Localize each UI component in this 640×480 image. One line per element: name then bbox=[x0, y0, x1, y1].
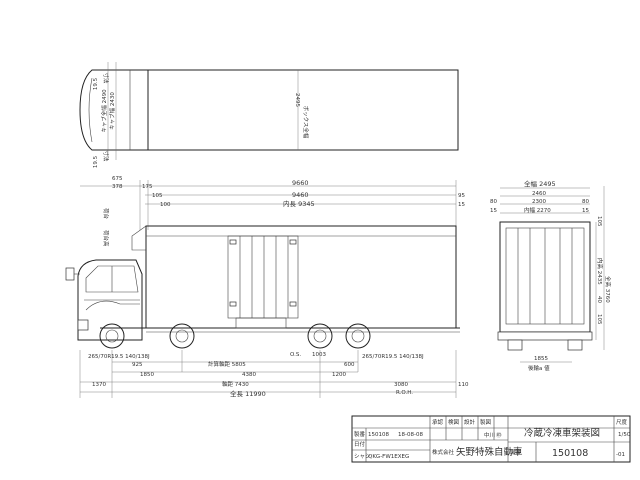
overall-length: 全長 11990 bbox=[230, 389, 266, 398]
dim-378: 378 bbox=[112, 184, 123, 190]
side-view: 675 378 175 105 100 9660 9460 内長 9345 95… bbox=[65, 176, 469, 398]
scale-label: 尺度 bbox=[616, 418, 628, 426]
dim-95: 95 bbox=[458, 193, 465, 199]
dim-105: 105 bbox=[152, 193, 163, 199]
os-value: 1003 bbox=[312, 352, 326, 358]
col-design: 設計 bbox=[464, 418, 476, 426]
side-door bbox=[227, 235, 299, 319]
windshield-plan bbox=[88, 77, 93, 143]
dim-675: 675 bbox=[112, 176, 123, 182]
mirror bbox=[65, 267, 75, 281]
rear-overall-height: 全高 3760 bbox=[604, 276, 612, 303]
tire-front: 265/70R19.5 140/138J bbox=[88, 354, 150, 360]
meta-label-1: 製番 bbox=[354, 430, 366, 438]
plan-box-width-value: 2495 bbox=[294, 93, 300, 107]
plan-box-width-label: ボックス全幅 bbox=[302, 106, 310, 139]
dim-body-length: 9460 bbox=[292, 191, 309, 199]
col-draft: 製図 bbox=[480, 418, 492, 426]
rear-dim-105b: 105 bbox=[596, 314, 602, 325]
rear-view: 全幅 2495 2460 80 2300 80 15 内幅 2270 15 10… bbox=[490, 179, 612, 372]
scale-value: 1/50 bbox=[618, 432, 631, 438]
plan-mirror-bottom: 19.5 bbox=[93, 155, 99, 168]
col-check: 検図 bbox=[448, 418, 460, 426]
rear-dim-80a: 80 bbox=[490, 199, 497, 205]
company-prefix: 株式会社 bbox=[432, 448, 455, 456]
cab-plan-outline bbox=[79, 69, 149, 151]
cab-side bbox=[77, 259, 143, 341]
plan-cab-width-left: キャブ全幅 2490 bbox=[100, 89, 108, 133]
rear-dim-15b: 15 bbox=[582, 208, 589, 214]
rear-wheel-right bbox=[567, 339, 583, 351]
drawing-title: 冷蔵冷凍車架装図 bbox=[524, 427, 600, 439]
os-label: O.S. bbox=[290, 352, 301, 358]
dim-600: 600 bbox=[344, 362, 355, 368]
dim-inner-length: 内長 9345 bbox=[283, 199, 315, 208]
front-wheel bbox=[99, 323, 125, 349]
col-approve: 承認 bbox=[432, 418, 444, 426]
rear-wheel-left bbox=[507, 339, 523, 351]
rear-width-2300: 2300 bbox=[532, 199, 546, 205]
drafter-stamp: ㊞ bbox=[496, 431, 502, 439]
front-fairing bbox=[131, 225, 147, 251]
vert-label-2: 荷台高 bbox=[102, 230, 110, 247]
dim-110: 110 bbox=[458, 382, 469, 388]
rear-dim-15a: 15 bbox=[490, 208, 497, 214]
company-name: 矢野特殊自動車 bbox=[456, 446, 523, 458]
dim-1200: 1200 bbox=[332, 372, 346, 378]
cab-window bbox=[85, 265, 139, 293]
drawing-number: 150108 bbox=[552, 448, 588, 459]
meta-label-2: 日付 bbox=[354, 440, 366, 448]
rear-dim-105: 105 bbox=[596, 216, 602, 227]
tire-rear: 265/70R19.5 140/138J bbox=[362, 354, 424, 360]
rear-wheel-2 bbox=[345, 323, 371, 349]
title-block: 承認 検図 設計 製図 中川 ㊞ 冷蔵冷凍車架装図 尺度 1/50 図番 150… bbox=[351, 415, 631, 463]
plan-mirror-top: 19.5 bbox=[93, 77, 99, 90]
number-label: 図番 bbox=[510, 449, 522, 456]
rou-label: R.O.H. bbox=[396, 390, 413, 396]
plan-cab-width-inner: キャブ幅 2430 bbox=[108, 92, 116, 130]
rear-tread: 1855 bbox=[534, 356, 548, 362]
drawing-suffix: -01 bbox=[616, 452, 625, 458]
wheelbase: 軸距 7430 bbox=[222, 380, 249, 388]
rear-inner-width: 内幅 2270 bbox=[524, 206, 551, 214]
wheelbase-calc: 計算軸距 5805 bbox=[208, 360, 246, 368]
plan-mirror-bottom-label: 寸法 bbox=[102, 150, 110, 162]
plan-mirror-top-label: 寸法 bbox=[102, 72, 110, 84]
rear-wheel-1 bbox=[307, 323, 333, 349]
drafter: 中川 bbox=[484, 431, 495, 439]
headlight bbox=[77, 319, 89, 331]
meta-label-3: シャシ bbox=[354, 454, 371, 460]
meta-value-2: 18-08-08 bbox=[398, 432, 423, 438]
rear-dim-40: 40 bbox=[596, 296, 602, 303]
dim-15: 15 bbox=[458, 202, 465, 208]
rear-dim-80b: 80 bbox=[582, 199, 589, 205]
front-wheel-2 bbox=[169, 323, 195, 349]
dim-4380: 4380 bbox=[242, 372, 256, 378]
cargo-box-plan bbox=[147, 69, 459, 151]
vert-label-1: 荷台 bbox=[102, 208, 110, 220]
dim-1370: 1370 bbox=[92, 382, 106, 388]
plan-view: 19.5 寸法 19.5 寸法 キャブ全幅 2490 キャブ幅 2430 249… bbox=[79, 62, 459, 168]
meta-value-3: QKG-FW1EXEG bbox=[368, 454, 409, 460]
dim-1850: 1850 bbox=[140, 372, 154, 378]
meta-value-1: 150108 bbox=[368, 432, 389, 438]
rear-overall-width: 全幅 2495 bbox=[524, 179, 556, 188]
rear-inner-height: 内高 2435 bbox=[596, 258, 604, 285]
dim-3080: 3080 bbox=[394, 382, 408, 388]
rear-width-2460: 2460 bbox=[532, 191, 546, 197]
dim-overall-body: 9660 bbox=[292, 179, 309, 187]
dim-925: 925 bbox=[132, 362, 143, 368]
dim-175: 175 bbox=[142, 184, 153, 190]
cargo-box-side bbox=[145, 225, 457, 329]
dim-100: 100 bbox=[160, 202, 171, 208]
rear-tread-label: 後輪a 値 bbox=[528, 364, 550, 372]
